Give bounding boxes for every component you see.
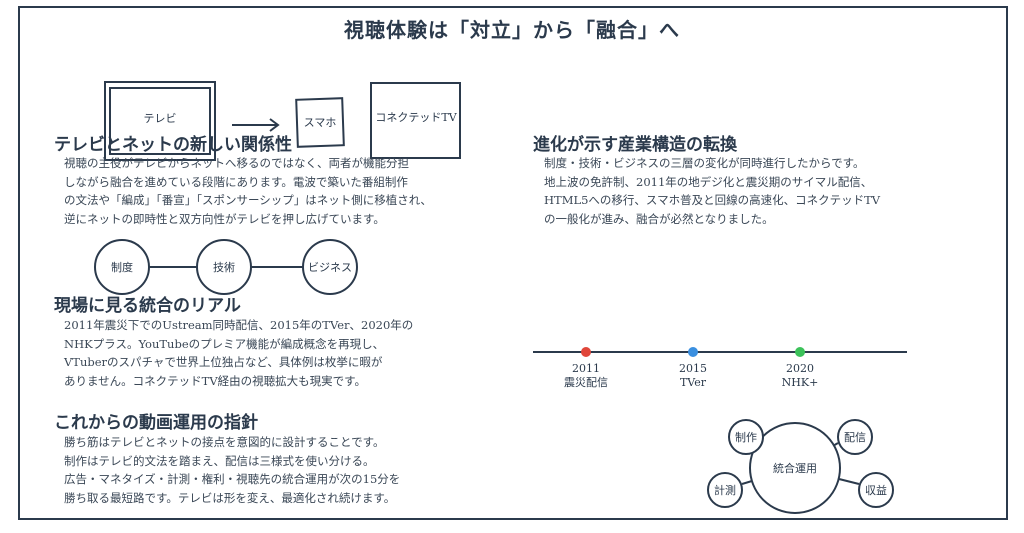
section-heading: これからの動画運用の指針 — [54, 413, 258, 433]
section-heading: 現場に見る統合のリアル — [54, 296, 241, 316]
page-title: 視聴体験は「対立」から「融合」へ — [344, 18, 680, 42]
layer-label: 制度 — [111, 260, 133, 274]
ctv-label: コネクテッドTV — [375, 111, 457, 124]
phone-box — [295, 97, 345, 148]
timeline-dot — [795, 347, 805, 357]
section-body: 視聴の主役がテレビからネットへ移るのではなく、両者が機能分担しながら融合を進めて… — [64, 156, 432, 226]
timeline-label: NHK+ — [782, 376, 819, 389]
hub-node-label: 制作 — [735, 431, 757, 444]
layer-node — [94, 239, 150, 295]
timeline-dot — [688, 347, 698, 357]
tv-screen — [109, 87, 211, 155]
ctv-box — [370, 82, 461, 159]
frame — [18, 6, 1008, 520]
hub-node-label: 配信 — [844, 431, 866, 444]
layer-node — [302, 239, 358, 295]
layer-label: 技術 — [213, 261, 235, 274]
hub-center-label: 統合運用 — [773, 461, 817, 475]
hub-node — [858, 472, 894, 508]
arrow-head-icon — [269, 118, 280, 132]
layers-diagram — [94, 239, 358, 295]
hub-center — [749, 422, 841, 514]
timeline-year: 2011 — [572, 362, 600, 375]
hub-node-label: 計測 — [714, 483, 736, 497]
layer-label: ビジネス — [308, 261, 352, 274]
section-body: 勝ち筋はテレビとネットの接点を意図的に設計することです。制作はテレビ的文法を踏ま… — [64, 435, 401, 505]
hub-diagram — [707, 419, 894, 514]
timeline-year: 2020 — [786, 362, 814, 375]
section-heading: テレビとネットの新しい関係性 — [54, 135, 292, 155]
hub-node — [707, 472, 743, 508]
phone-label: スマホ — [304, 116, 337, 129]
device-sketch — [104, 81, 461, 161]
timeline-dot — [581, 347, 591, 357]
timeline-year: 2015 — [679, 362, 707, 375]
hub-node — [728, 419, 764, 455]
layer-node — [196, 239, 252, 295]
timeline-label: TVer — [680, 376, 707, 389]
hub-node — [837, 419, 873, 455]
section-body: 制度・技術・ビジネスの三層の変化が同時進行したからです。地上波の免許制、2011… — [544, 156, 881, 226]
timeline-label: 震災配信 — [564, 376, 608, 389]
tv-outer-frame — [104, 81, 216, 161]
section-heading: 進化が示す産業構造の転換 — [533, 135, 737, 155]
hub-node-label: 収益 — [865, 483, 887, 497]
tv-label: テレビ — [144, 112, 177, 125]
